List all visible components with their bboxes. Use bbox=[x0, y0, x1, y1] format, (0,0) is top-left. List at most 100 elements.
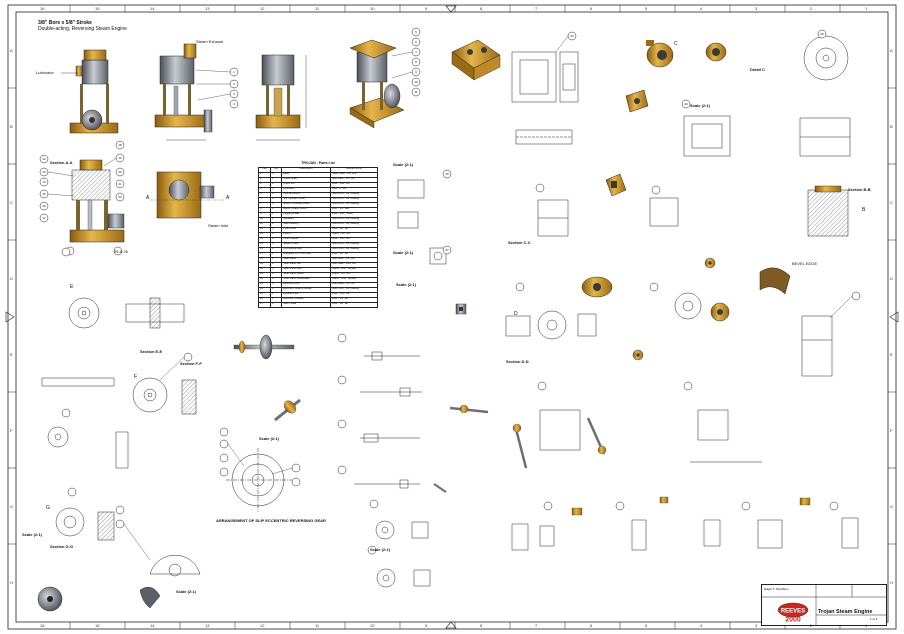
zone-row-label: G bbox=[890, 504, 894, 509]
parts-list-title: TROJAN - Parts List bbox=[301, 161, 335, 165]
part-steam-chest-3d bbox=[605, 173, 627, 197]
zone-column-label: 13 bbox=[205, 6, 210, 11]
zone-column-label: 15 bbox=[95, 623, 100, 628]
balloon-number: 7 bbox=[415, 49, 417, 54]
leader-lines bbox=[47, 35, 853, 561]
sheet-number: 1 of 2 bbox=[870, 617, 878, 621]
balloon-number: 2 bbox=[233, 81, 235, 86]
zone-column-label: 14 bbox=[150, 6, 155, 11]
label-arrangement: ARRANGEMENT OF SLIP ECCENTRIC REVERSING … bbox=[216, 518, 326, 523]
part-cylinder-cover-3d bbox=[451, 39, 501, 81]
balloon-number: 20 bbox=[118, 169, 122, 174]
section-letter-d: D bbox=[514, 311, 518, 317]
section-letter-a-right: A bbox=[226, 195, 230, 201]
balloon-number: 23 bbox=[570, 33, 574, 38]
zone-column-label: 8 bbox=[480, 6, 483, 11]
zone-column-label: 9 bbox=[425, 6, 428, 11]
label-steam-inlet: Steam Inlet bbox=[208, 223, 229, 228]
label-lubricator: Lubricator bbox=[36, 70, 54, 75]
zone-column-label: 8 bbox=[480, 623, 483, 628]
part-gland-nut-3d bbox=[710, 302, 730, 322]
zone-column-label: 12 bbox=[260, 623, 265, 628]
reeves-logo: REEVES 2000 bbox=[777, 602, 809, 622]
part-flywheel-3d bbox=[37, 586, 161, 612]
zone-column-label: 1 bbox=[865, 6, 868, 11]
center-mark-top bbox=[445, 5, 457, 13]
balloon-number: 10 bbox=[414, 79, 418, 84]
balloon-number: 17 bbox=[42, 215, 46, 220]
parts-list-table: TROJAN - Parts List Part Qty Description… bbox=[257, 161, 378, 308]
label-scale-6: Scale (2:1) bbox=[22, 532, 43, 537]
label-section-ee: Section E-E bbox=[140, 349, 163, 354]
part-square-bush-3d bbox=[455, 303, 467, 315]
zone-row-label: F bbox=[10, 428, 13, 433]
title-block: Edgar T. Westbury bbox=[761, 584, 887, 626]
part-bearing-3d bbox=[625, 89, 649, 113]
part-valve-rod-3d bbox=[449, 404, 489, 414]
zone-row-label: A bbox=[890, 48, 893, 53]
balloon-number: 5 bbox=[415, 29, 417, 34]
zone-row-label: F bbox=[890, 428, 893, 433]
zone-column-label: 3 bbox=[755, 6, 758, 11]
balloon-number: 13 bbox=[42, 169, 46, 174]
zone-row-label: H bbox=[890, 580, 893, 585]
zone-column-label: 15 bbox=[95, 6, 100, 11]
label-section-cc: Section C-C bbox=[508, 240, 531, 245]
part-crosshead-3d bbox=[581, 276, 613, 298]
zone-column-label: 4 bbox=[700, 623, 703, 628]
balloon-number: 14 bbox=[42, 179, 46, 184]
section-letter-b: B bbox=[862, 207, 866, 213]
header-line-2: Double-acting, Reversing Steam Engine bbox=[38, 26, 127, 32]
zone-column-label: 11 bbox=[315, 6, 320, 11]
zone-column-label: 6 bbox=[590, 6, 593, 11]
inner-border bbox=[15, 11, 889, 623]
zone-column-label: 10 bbox=[370, 623, 375, 628]
balloon-number: 27 bbox=[445, 247, 449, 252]
zone-row-label: C bbox=[890, 200, 893, 205]
zone-column-label: 16 bbox=[40, 623, 45, 628]
zone-column-label: 2 bbox=[810, 623, 813, 628]
balloon-number: 25 bbox=[820, 31, 824, 36]
parts-list-cell: 1 bbox=[270, 301, 283, 308]
zone-row-label: E bbox=[890, 352, 893, 357]
part-pin-3d bbox=[433, 483, 447, 493]
zone-row-label: D bbox=[890, 276, 893, 281]
part-gland-3d bbox=[705, 42, 727, 62]
label-25-26: 25 & 26 bbox=[114, 249, 128, 254]
balloon-number: 11 bbox=[414, 89, 418, 94]
zone-row-label: G bbox=[10, 504, 14, 509]
balloon-number: 9 bbox=[415, 69, 417, 74]
zone-column-label: 6 bbox=[590, 623, 593, 628]
balloon-number: 8 bbox=[415, 59, 417, 64]
section-letter-c: C bbox=[674, 41, 678, 47]
zone-column-label: 14 bbox=[150, 623, 155, 628]
zone-row-label: B bbox=[10, 124, 13, 129]
zone-column-label: 16 bbox=[40, 6, 45, 11]
part-eccentric-rod-3d bbox=[512, 417, 607, 469]
logo-brand: REEVES bbox=[781, 609, 805, 615]
balloon-number: 18 bbox=[118, 142, 122, 147]
label-detail-c: Detail C bbox=[750, 67, 765, 72]
zone-column-label: 7 bbox=[535, 6, 538, 11]
zone-column-label: 4 bbox=[700, 6, 703, 11]
label-section-gg: Section G-G bbox=[50, 544, 74, 549]
label-scale-8: Scale (2:1) bbox=[176, 589, 197, 594]
logo-year: 2000 bbox=[785, 617, 801, 623]
label-section-bb: Section B-B bbox=[848, 187, 871, 192]
parts-list-cell: 27 bbox=[257, 301, 272, 308]
part-small-nuts-3d bbox=[571, 496, 811, 516]
section-letter-a-left: A bbox=[146, 195, 150, 201]
title-block-grid bbox=[762, 585, 886, 625]
zone-row-label: H bbox=[10, 580, 13, 585]
front-elevation-view bbox=[61, 49, 119, 134]
part-small-bushes-3d bbox=[632, 257, 716, 361]
label-section-aa: Section A-A bbox=[50, 160, 73, 165]
end-elevation-view bbox=[255, 54, 307, 141]
balloon-number: 21 bbox=[118, 181, 122, 186]
zone-column-label: 11 bbox=[315, 623, 320, 628]
zone-ticks bbox=[8, 5, 896, 629]
label-scale-2: Scale (2:1) bbox=[393, 250, 414, 255]
